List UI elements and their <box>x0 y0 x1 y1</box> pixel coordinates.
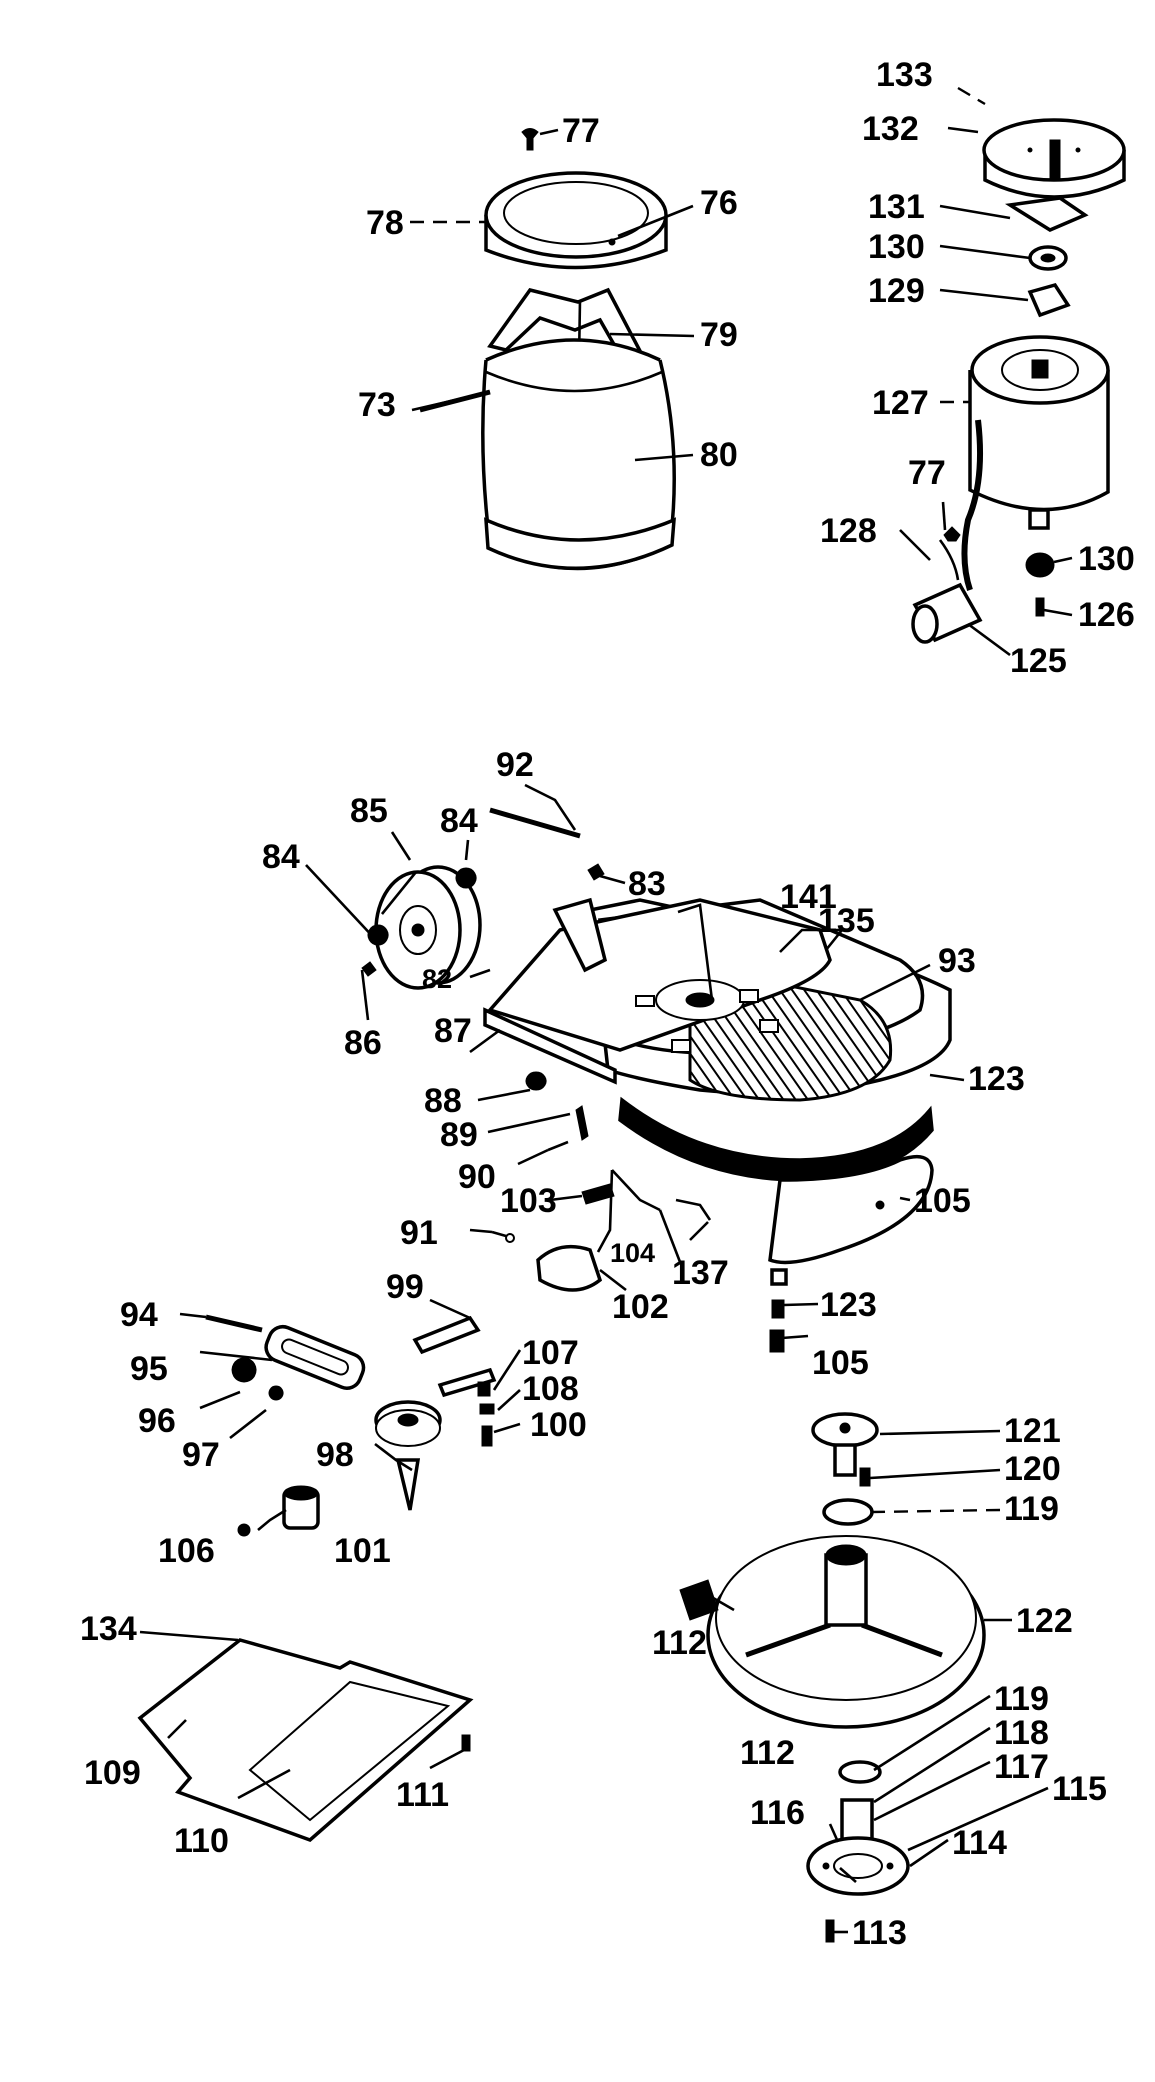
label-140: 122 <box>1016 1602 1073 1640</box>
label-108: 112 <box>652 1624 707 1662</box>
nut-100 <box>282 1485 320 1530</box>
solution-tank-assembly <box>419 128 676 571</box>
label-132: 132 <box>862 110 919 148</box>
label-97: 98 <box>316 1436 354 1474</box>
label-82-left: 84 <box>262 838 300 876</box>
label-89: 91 <box>400 1214 438 1252</box>
label-124: 135 <box>818 902 875 940</box>
label-101: 106 <box>158 1532 215 1570</box>
label-77-right: 77 <box>908 454 946 492</box>
label-82-right: 84 <box>440 802 478 840</box>
label-77-top: 77 <box>562 112 600 150</box>
label-84: 86 <box>344 1024 382 1062</box>
label-85: 87 <box>434 1012 472 1050</box>
label-114: 114 <box>952 1824 1007 1862</box>
label-76: 76 <box>700 184 738 222</box>
part-labels: 77 78 76 79 73 80 133 132 131 130 129 12… <box>80 56 1135 1952</box>
label-91: 102 <box>612 1288 669 1326</box>
label-88: 90 <box>458 1158 496 1196</box>
label-90: 103 <box>500 1182 557 1220</box>
label-104: 123 <box>820 1286 877 1324</box>
elbow-125 <box>911 582 983 644</box>
motor-127 <box>968 335 1110 530</box>
label-115: 115 <box>1052 1770 1107 1808</box>
label-95: 96 <box>138 1402 176 1440</box>
clip-129 <box>1027 282 1071 318</box>
label-120: 119 <box>1004 1490 1059 1528</box>
label-109: 109 <box>84 1754 141 1792</box>
chassis-frame <box>483 863 952 1102</box>
wire-harness <box>961 419 984 591</box>
label-119: 119 <box>994 1680 1049 1718</box>
label-81: 83 <box>628 865 666 903</box>
label-79: 79 <box>700 316 738 354</box>
label-100: 101 <box>334 1532 391 1570</box>
label-92: 92 <box>496 746 534 784</box>
label-103: 105 <box>914 1182 971 1220</box>
motor-cap <box>982 118 1126 199</box>
label-135: 137 <box>672 1254 729 1292</box>
label-93: 94 <box>120 1296 158 1334</box>
tray-assembly <box>137 1638 474 1842</box>
hub-plate-122 <box>811 1412 879 1477</box>
label-118: 118 <box>994 1714 1049 1752</box>
label-134: 134 <box>80 1610 137 1648</box>
drive-hub-assembly <box>679 1412 986 1943</box>
label-111: 111 <box>396 1776 449 1814</box>
tank-body <box>481 338 676 571</box>
bearing-130-bottom <box>1025 552 1055 578</box>
pin-126 <box>1035 597 1045 617</box>
label-116: 116 <box>750 1794 805 1832</box>
label-73: 73 <box>358 386 396 424</box>
pump-motor-assembly <box>911 118 1126 644</box>
label-80: 80 <box>700 436 738 474</box>
label-117: 117 <box>994 1748 1049 1786</box>
label-125: 125 <box>1010 642 1067 680</box>
label-123: 123 <box>968 1060 1025 1098</box>
label-131: 131 <box>868 188 925 226</box>
label-127: 127 <box>872 384 929 422</box>
bracket-131 <box>1004 196 1089 232</box>
leader-lines <box>139 86 1073 1934</box>
label-129: 129 <box>868 272 925 310</box>
label-96: 97 <box>182 1436 220 1474</box>
label-141: 93 <box>938 942 976 980</box>
label-126: 126 <box>1078 596 1135 634</box>
label-110: 110 <box>174 1822 229 1860</box>
label-99: 100 <box>530 1406 587 1444</box>
label-106: 107 <box>522 1334 579 1372</box>
label-130-top: 130 <box>868 228 925 266</box>
label-87: 89 <box>440 1116 478 1154</box>
label-122: 121 <box>1004 1412 1061 1450</box>
label-137: 141 <box>780 878 837 916</box>
label-86: 88 <box>424 1082 462 1120</box>
label-128: 128 <box>820 512 877 550</box>
lower-hub <box>806 1760 910 1896</box>
label-133: 133 <box>876 56 933 94</box>
label-34: 82 <box>422 964 452 994</box>
wheel-83 <box>374 865 482 990</box>
splash-guard-103 <box>768 1154 934 1265</box>
pulley-97 <box>374 1400 442 1511</box>
label-112: 112 <box>740 1734 795 1772</box>
tank-lid <box>484 171 668 270</box>
main-chassis-assembly <box>361 807 952 1353</box>
label-113: 113 <box>852 1914 907 1952</box>
drive-parts <box>205 1314 497 1537</box>
label-78: 78 <box>366 204 404 242</box>
pad-driver-140 <box>706 1535 986 1729</box>
bearing-130-top <box>1028 245 1068 271</box>
label-94: 95 <box>130 1350 168 1388</box>
label-105: 105 <box>812 1344 869 1382</box>
label-121: 120 <box>1004 1450 1061 1488</box>
label-98: 99 <box>386 1268 424 1306</box>
label-130-bottom: 130 <box>1078 540 1135 578</box>
label-83: 85 <box>350 792 388 830</box>
handle-94 <box>264 1324 366 1390</box>
label-107: 108 <box>522 1370 579 1408</box>
label-102: 104 <box>610 1238 655 1268</box>
screw-77 <box>521 128 539 151</box>
